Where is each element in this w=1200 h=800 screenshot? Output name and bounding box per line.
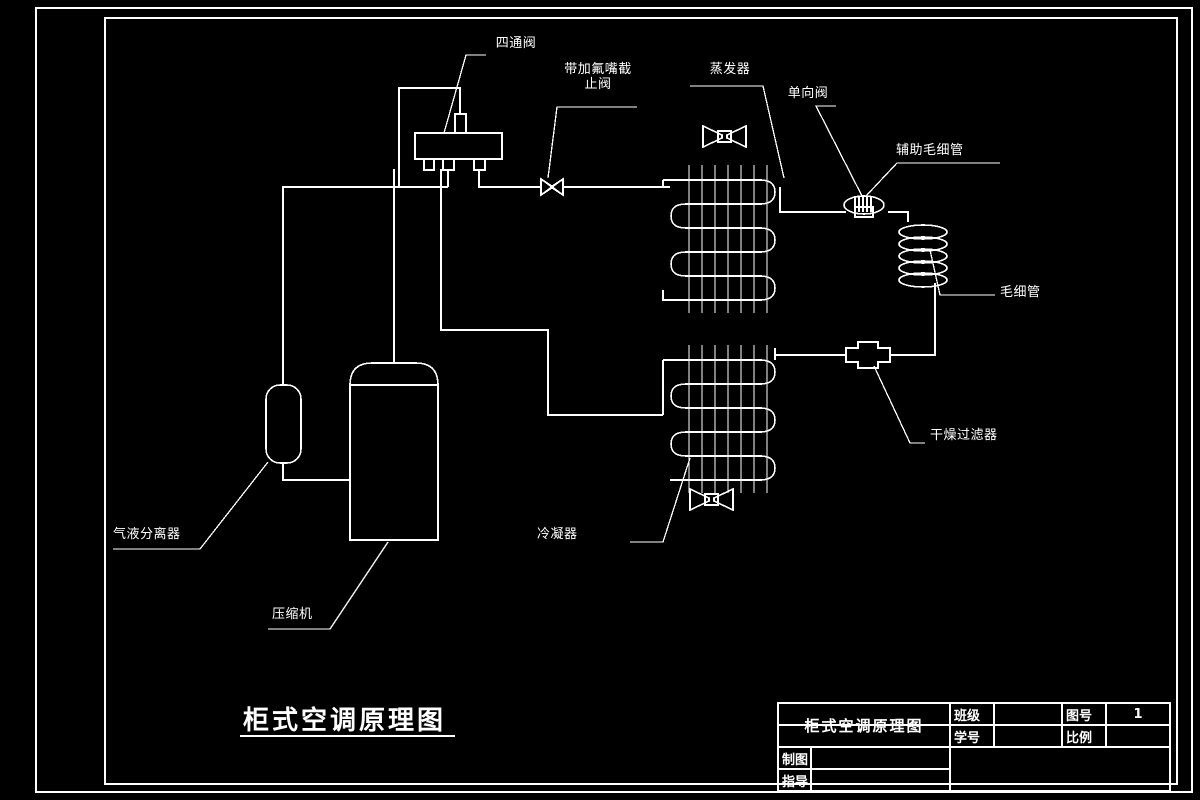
one-way-valve xyxy=(843,195,885,218)
leader-evaporator xyxy=(690,85,785,179)
label-four-way-valve: 四通阀 xyxy=(495,36,537,51)
label-one-way-valve: 单向阀 xyxy=(787,86,829,101)
pipe-valve-to-condenser xyxy=(440,169,663,416)
titleblock-drawing-no-label: 图号 xyxy=(1066,708,1093,724)
label-fluorine-stop-valve: 带加氟嘴截 止阀 xyxy=(560,62,636,92)
titleblock-student-no-value[interactable] xyxy=(995,726,1061,746)
gas-liquid-separator xyxy=(265,384,302,464)
titleblock-advisor-value[interactable] xyxy=(812,770,949,790)
label-gas-liquid-separator: 气液分离器 xyxy=(113,527,181,542)
condenser-fan-icon xyxy=(689,487,734,512)
leader-condenser xyxy=(630,457,691,543)
leader-one-way-valve xyxy=(814,105,863,197)
pipe-evaporator-to-checkvalve xyxy=(779,187,846,213)
evaporator xyxy=(662,165,776,313)
titleblock-drawing-name: 柜式空调原理图 xyxy=(804,716,924,735)
titleblock-drawing-no-value[interactable]: 1 xyxy=(1133,706,1143,722)
titleblock-class-label: 班级 xyxy=(954,708,981,724)
pipe-capillary-to-filter xyxy=(890,283,936,356)
pipe-valve-to-evaporator xyxy=(478,169,541,188)
drying-filter xyxy=(845,341,891,369)
titleblock-scale-label: 比例 xyxy=(1066,730,1093,746)
leader-compressor xyxy=(268,541,389,630)
condenser-fins xyxy=(688,345,768,493)
label-condenser: 冷凝器 xyxy=(537,527,578,542)
pipe-separator-to-compressor xyxy=(282,463,350,481)
titleblock-student-no-label: 学号 xyxy=(954,730,981,746)
evaporator-fins xyxy=(688,165,768,313)
condenser xyxy=(662,345,776,493)
titleblock-class-value[interactable] xyxy=(995,704,1061,724)
auxiliary-capillary-coil xyxy=(854,196,872,212)
leader-gas-liquid-separator xyxy=(113,461,269,550)
label-drying-filter: 干燥过滤器 xyxy=(930,428,998,443)
callout-leaders xyxy=(113,54,1000,630)
fluorine-stop-valve xyxy=(540,177,564,197)
titleblock-advisor-label: 指导 xyxy=(782,774,809,790)
evaporator-fan-icon xyxy=(702,124,747,149)
inner-border-frame xyxy=(104,17,1178,785)
label-evaporator: 蒸发器 xyxy=(709,62,751,77)
four-way-valve xyxy=(398,87,503,187)
leader-auxiliary-capillary xyxy=(865,162,1000,197)
evaporator-outlet-stub xyxy=(662,290,670,301)
label-fluorine-stop-valve-line2: 止阀 xyxy=(584,77,612,92)
pipe-checkvalve-to-capillary xyxy=(888,211,909,222)
refrigerant-piping xyxy=(282,169,936,481)
titleblock-drawn-by-label: 制图 xyxy=(782,752,809,768)
outer-border-frame xyxy=(35,7,1193,793)
leader-capillary-tube xyxy=(929,249,995,296)
compressor xyxy=(349,362,439,541)
page-title: 柜式空调原理图 xyxy=(243,706,447,736)
leader-fluorine-stop-valve xyxy=(547,106,637,179)
title-block-grid xyxy=(777,702,1171,792)
capillary-tube-coil xyxy=(898,224,948,288)
leader-four-way-valve xyxy=(443,54,486,134)
label-auxiliary-capillary: 辅助毛细管 xyxy=(896,143,964,158)
label-fluorine-stop-valve-line1: 带加氟嘴截 xyxy=(564,62,632,77)
titleblock-drawn-by-value[interactable] xyxy=(812,748,949,768)
titleblock-scale-value[interactable] xyxy=(1107,726,1169,746)
label-compressor: 压缩机 xyxy=(272,607,313,622)
leader-drying-filter xyxy=(873,365,925,444)
pipe-separator-to-header xyxy=(282,186,448,385)
label-capillary-tube: 毛细管 xyxy=(1000,285,1041,300)
